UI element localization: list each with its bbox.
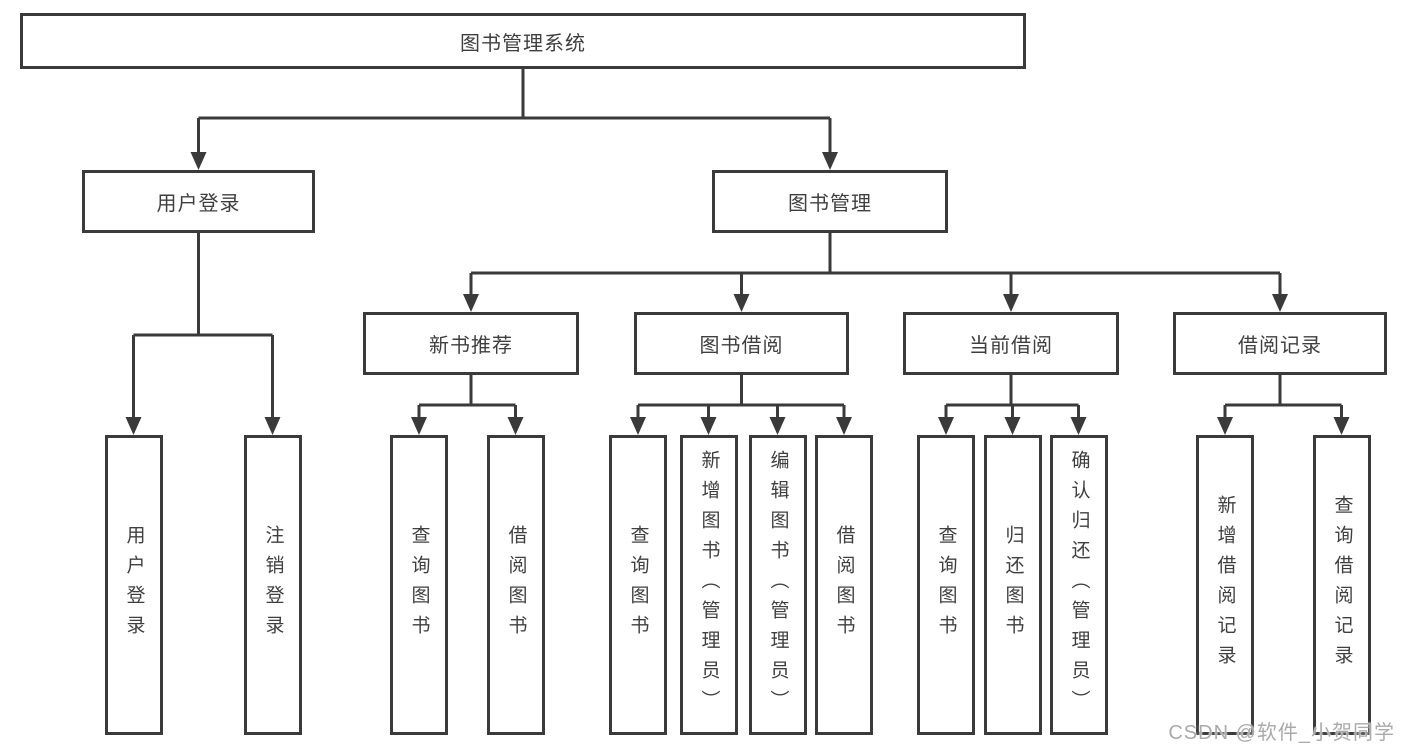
node-label: 查询图书 — [408, 525, 430, 645]
node-label: 注销登录 — [262, 525, 284, 645]
node-book-borrowing: 图书借阅 — [634, 312, 849, 375]
leaf-borrow-books: 借阅图书 — [815, 435, 873, 735]
leaf-edit-books-admin: 编辑图书（管理员） — [749, 435, 807, 735]
leaf-logout-login: 注销登录 — [244, 435, 302, 735]
node-label: 编辑图书（管理员） — [767, 450, 789, 720]
node-label: 用户登录 — [156, 193, 241, 215]
leaf-query-books-recommend: 查询图书 — [390, 435, 448, 735]
leaf-user-login: 用户登录 — [105, 435, 163, 735]
leaf-add-borrow-record: 新增借阅记录 — [1196, 435, 1254, 735]
leaf-confirm-return-admin: 确认归还（管理员） — [1050, 435, 1108, 735]
leaf-query-borrow-record: 查询借阅记录 — [1313, 435, 1371, 735]
leaf-add-books-admin: 新增图书（管理员） — [680, 435, 738, 735]
watermark: CSDN @软件_小贺同学 — [1168, 722, 1395, 744]
node-label: 借阅记录 — [1238, 335, 1322, 357]
node-book-management: 图书管理 — [712, 170, 948, 233]
node-label: 图书借阅 — [699, 335, 784, 357]
leaf-borrow-books-recommend: 借阅图书 — [487, 435, 545, 735]
node-library-system: 图书管理系统 — [20, 13, 1026, 69]
node-label: 借阅图书 — [505, 525, 527, 645]
node-label: 当前借阅 — [969, 335, 1053, 357]
node-label: 确认归还（管理员） — [1068, 450, 1090, 720]
node-new-book-recommend: 新书推荐 — [363, 312, 579, 375]
node-label: 新增借阅记录 — [1214, 495, 1236, 675]
node-borrowing-records: 借阅记录 — [1173, 312, 1387, 375]
node-label: 归还图书 — [1002, 525, 1024, 645]
node-label: 图书管理 — [788, 193, 872, 215]
node-label: 查询借阅记录 — [1331, 495, 1353, 675]
leaf-query-books-borrowing: 查询图书 — [609, 435, 667, 735]
node-label: 查询图书 — [627, 525, 649, 645]
arrowheads — [125, 152, 1350, 435]
node-label: 查询图书 — [935, 525, 957, 645]
node-label: 借阅图书 — [833, 525, 855, 645]
node-user-login: 用户登录 — [82, 170, 315, 233]
connector-lines — [132, 69, 1343, 419]
node-label: 图书管理系统 — [460, 32, 586, 55]
node-label: 用户登录 — [123, 525, 145, 645]
node-label: 新增图书（管理员） — [698, 450, 720, 720]
node-label: 新书推荐 — [429, 335, 513, 357]
leaf-query-books-current: 查询图书 — [917, 435, 975, 735]
leaf-return-books: 归还图书 — [984, 435, 1042, 735]
node-current-borrowing: 当前借阅 — [903, 312, 1119, 375]
